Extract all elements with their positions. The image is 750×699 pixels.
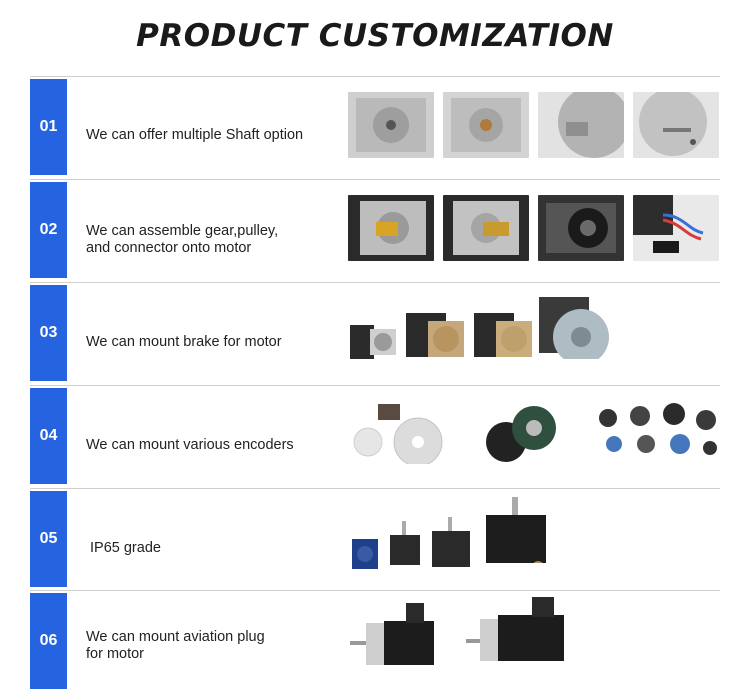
pulley-image: [443, 195, 529, 261]
customization-row-aviation-plug: 06 We can mount aviation plug for motor: [30, 590, 720, 690]
brake-motor-image-2: [406, 313, 464, 357]
ip65-motor-image-2: [390, 521, 420, 565]
row-number: 02: [30, 182, 67, 278]
ip65-motor-image-4: [486, 497, 546, 563]
row-description-line: We can assemble gear,pulley,: [86, 223, 279, 239]
ip65-motor-image-1: [352, 539, 378, 569]
customization-row-ip65: 05 IP65 grade: [30, 488, 720, 588]
row-description: We can mount aviation plug for motor: [86, 629, 346, 663]
customization-row-shaft: 01 We can offer multiple Shaft option: [30, 76, 720, 176]
customization-row-brake: 03 We can mount brake for motor: [30, 282, 720, 382]
row-description-line: We can offer multiple Shaft option: [86, 127, 304, 143]
shaft-option-image-2: [443, 92, 529, 158]
ip65-motor-image-3: [432, 517, 470, 567]
row-description: We can mount brake for motor: [86, 334, 346, 351]
row-description: We can offer multiple Shaft option: [86, 127, 346, 144]
brake-motor-image-3: [474, 313, 532, 357]
row-description-line: and connector onto motor: [86, 240, 252, 256]
row-description: We can assemble gear,pulley, and connect…: [86, 223, 346, 257]
shaft-option-image-1: [348, 92, 434, 158]
row-description-line: for motor: [86, 646, 145, 662]
encoder-disc-image: [353, 404, 443, 464]
shaft-option-image-3: [538, 92, 624, 158]
row-number: 01: [30, 79, 67, 175]
connector-image: [633, 195, 719, 261]
row-number: 04: [30, 388, 67, 484]
aviation-plug-motor-image-2: [466, 597, 564, 661]
aviation-plug-motor-image-1: [350, 603, 434, 665]
customization-row-encoder: 04 We can mount various encoders: [30, 385, 720, 485]
page-title: PRODUCT CUSTOMIZATION: [136, 18, 614, 54]
row-description: We can mount various encoders: [86, 437, 346, 454]
row-number: 05: [30, 491, 67, 587]
timing-pulley-image: [538, 195, 624, 261]
rotary-encoders-image: [599, 403, 717, 455]
shaft-option-image-4: [633, 92, 719, 158]
gear-image: [348, 195, 434, 261]
brake-motor-image-4: [539, 297, 609, 359]
row-number: 06: [30, 593, 67, 689]
row-description: IP65 grade: [90, 540, 350, 557]
encoder-module-image: [486, 406, 556, 462]
brake-motor-image-1: [350, 325, 396, 359]
customization-row-gear: 02 We can assemble gear,pulley, and conn…: [30, 179, 720, 279]
row-description-line: We can mount aviation plug: [86, 629, 265, 645]
row-description-line: We can mount various encoders: [86, 437, 294, 453]
row-number: 03: [30, 285, 67, 381]
row-description-line: We can mount brake for motor: [86, 334, 282, 350]
row-description-line: IP65 grade: [90, 540, 161, 556]
